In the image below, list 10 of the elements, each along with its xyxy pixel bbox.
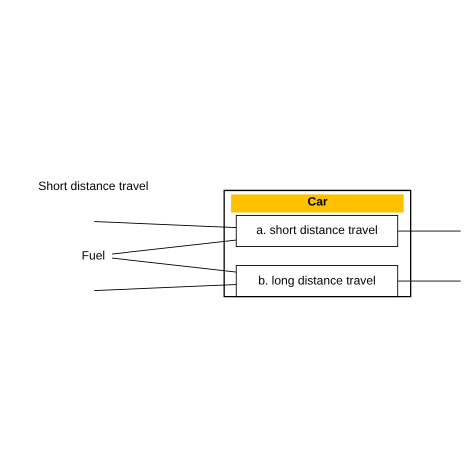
connector	[398, 280, 462, 282]
connector	[94, 220, 237, 228]
connector	[398, 230, 462, 231]
connector	[94, 284, 237, 291]
node-box: a. short distance travel	[236, 214, 398, 246]
connector	[112, 257, 237, 272]
node-text: Fuel	[82, 248, 106, 262]
node-box: b. long distance travel	[236, 264, 398, 297]
label: Short distance travel	[38, 178, 148, 193]
connector	[112, 239, 237, 254]
